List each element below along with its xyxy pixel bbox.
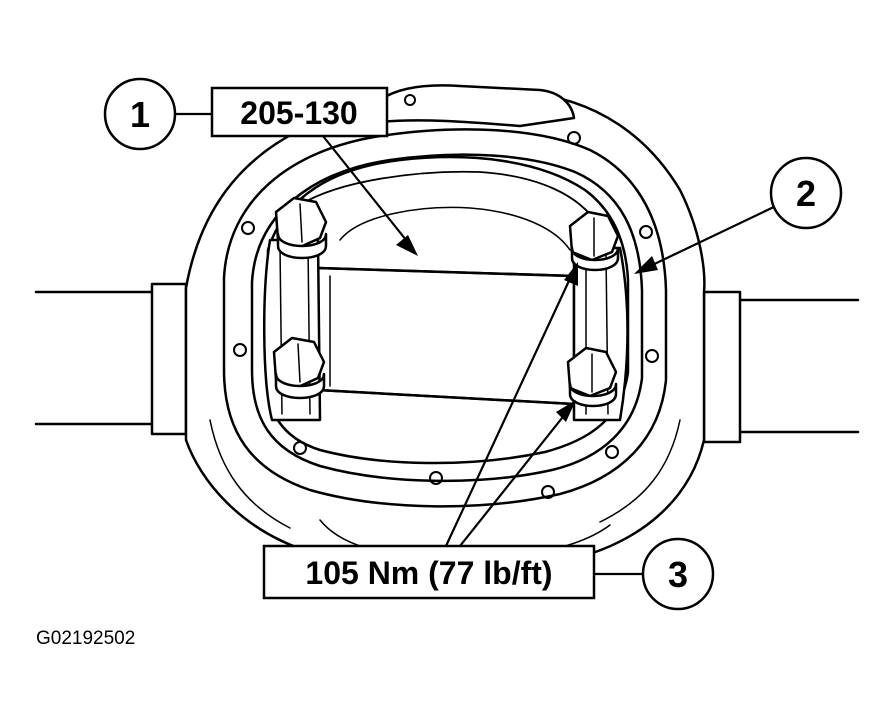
- differential-case: [316, 266, 576, 406]
- callout-1-label: 205-130: [240, 95, 357, 131]
- bearing-cap-bolt-upper-left: [274, 196, 328, 260]
- callout-3: 105 Nm (77 lb/ft) 3: [262, 537, 715, 611]
- bearing-cap-bolt-upper-right: [568, 210, 620, 272]
- housing-cavity: [264, 155, 630, 465]
- leader-lines: [175, 112, 779, 576]
- bearing-cap-bolt-lower-right: [566, 346, 618, 408]
- callout-3-circle: [641, 537, 715, 611]
- callout-3-label-box: [262, 544, 596, 600]
- arrowhead-bolt-lower: [556, 400, 576, 422]
- arrowheads: [396, 235, 658, 422]
- carrier-dome: [299, 170, 599, 226]
- callout-2-circle: [769, 156, 843, 230]
- figure-id: G02192502: [36, 628, 136, 649]
- callout-1-circle: [103, 77, 177, 151]
- callout-1: 1 205-130: [103, 77, 389, 151]
- callout-3-label: 105 Nm (77 lb/ft): [305, 555, 552, 591]
- flange-bolt-holes: [233, 94, 659, 499]
- callout-2-number: 2: [796, 173, 816, 214]
- cover-flange-inner: [250, 153, 644, 483]
- housing-rib-right: [599, 419, 681, 523]
- callout-1-label-box: [210, 86, 389, 138]
- housing-top-boss: [378, 84, 576, 128]
- bearing-cap-bolt-lower-left: [272, 336, 326, 400]
- left-axle-tube: [34, 282, 188, 436]
- callout-3-number: 3: [668, 554, 688, 595]
- carrier-dome-inner: [339, 206, 571, 251]
- arrowhead-bolt-upper: [564, 262, 578, 286]
- arrowhead-tool: [396, 235, 418, 256]
- right-axle-tube: [702, 290, 860, 444]
- housing-rib-left: [209, 419, 291, 529]
- callout-1-number: 1: [130, 94, 150, 135]
- arrowhead-bearing-cap: [634, 256, 658, 274]
- callout-2: 2: [769, 156, 843, 230]
